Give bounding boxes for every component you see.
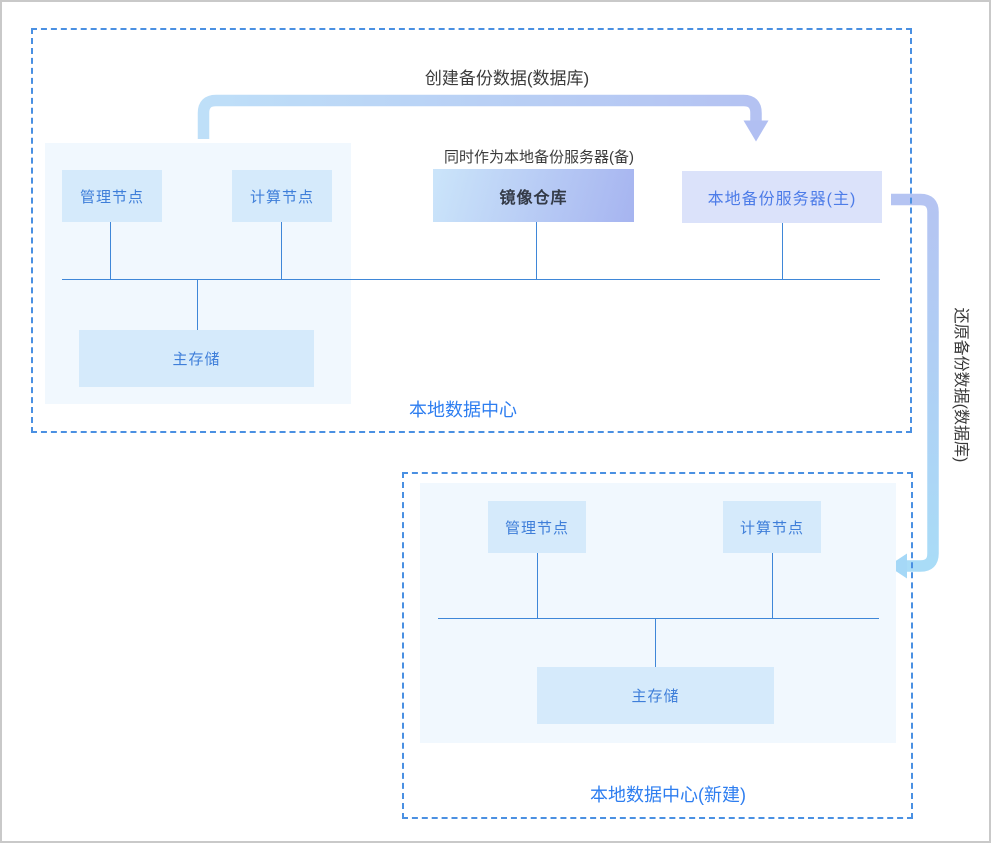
node-mgmt: 管理节点 — [488, 501, 586, 553]
local-dc-title: 本地数据中心 — [409, 400, 517, 420]
node-mirror-repo: 镜像仓库 — [433, 169, 634, 222]
node-mgmt-label: 管理节点 — [504, 519, 569, 537]
node-compute-label: 计算节点 — [249, 188, 314, 206]
node-primary-storage: 主存储 — [79, 330, 314, 387]
node-mgmt: 管理节点 — [62, 170, 162, 222]
create-backup-label: 创建备份数据(数据库) — [424, 69, 590, 88]
connector-line — [536, 222, 537, 279]
connector-line — [772, 553, 773, 618]
node-primary-storage-label: 主存储 — [631, 688, 680, 705]
connector-line — [537, 553, 538, 618]
connector-line — [782, 223, 783, 279]
new-dc-box — [402, 472, 913, 819]
local-dc-box — [31, 28, 912, 433]
node-backup-primary-label: 本地备份服务器(主) — [707, 191, 857, 208]
node-compute: 计算节点 — [232, 170, 332, 222]
node-compute: 计算节点 — [723, 501, 821, 553]
node-mirror-repo-label: 镜像仓库 — [499, 189, 568, 207]
node-compute-label: 计算节点 — [739, 519, 804, 537]
node-primary-storage-label: 主存储 — [172, 351, 221, 368]
connector-line — [281, 222, 282, 279]
node-primary-storage: 主存储 — [537, 667, 774, 724]
bus-line — [62, 279, 880, 280]
node-backup-primary: 本地备份服务器(主) — [682, 171, 882, 223]
node-mgmt-label: 管理节点 — [79, 188, 144, 206]
connector-line — [197, 279, 198, 330]
restore-backup-label: 还原备份数据(数据库) — [952, 307, 969, 463]
new-dc-title: 本地数据中心(新建) — [590, 785, 746, 805]
connector-line — [655, 618, 656, 667]
standby-note-label: 同时作为本地备份服务器(备) — [444, 149, 634, 166]
bus-line — [438, 618, 879, 619]
connector-line — [110, 222, 111, 279]
